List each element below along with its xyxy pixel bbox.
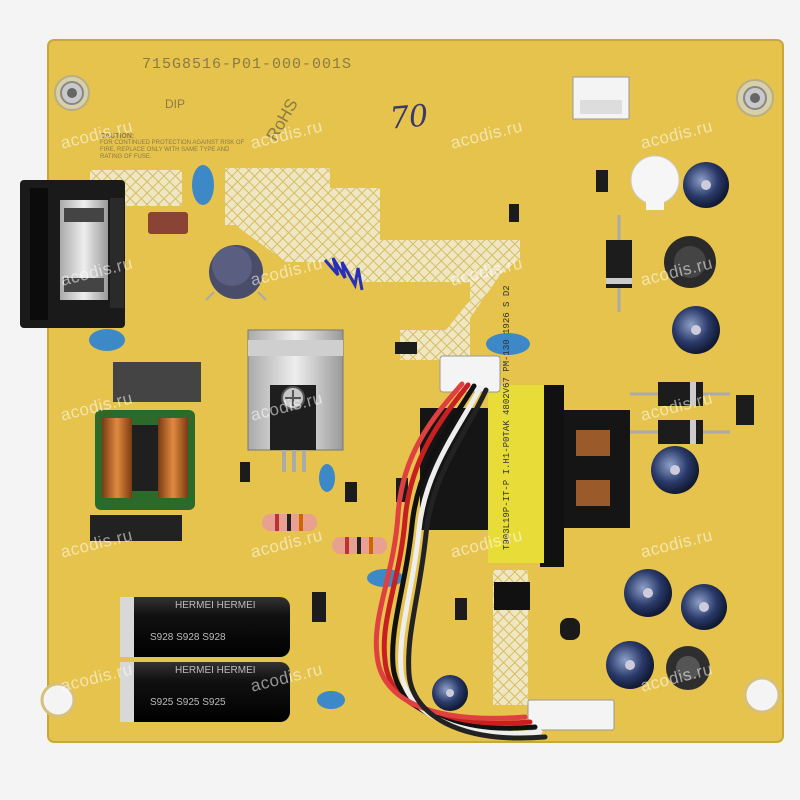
- y-capacitor-3: [486, 333, 530, 355]
- dip-mark: DIP: [165, 97, 186, 111]
- board-part-number: 715G8516-P01-000-001S: [142, 56, 353, 73]
- wire-harness: [373, 381, 548, 741]
- isolation-hatch-main: [225, 168, 520, 360]
- mounting-hole-top-left: [54, 75, 90, 111]
- diode-large-1: [606, 215, 632, 312]
- blue-pen-scribble: [323, 257, 364, 291]
- caution-notice: CAUTION: FOR CONTINUED PROTECTION AGAINS…: [100, 133, 250, 161]
- transistor: [560, 618, 580, 640]
- connector-bottom: [527, 699, 615, 731]
- thermistor: [630, 155, 680, 210]
- ac-inlet-connector: [20, 180, 125, 328]
- diode-large-4: [736, 395, 754, 425]
- output-capacitor-4: [651, 446, 699, 494]
- mounting-hole-bottom-right: [743, 676, 781, 714]
- output-capacitor-7: [606, 641, 654, 689]
- common-mode-choke: [90, 362, 201, 541]
- diode-small-6: [345, 482, 357, 502]
- diode-large-3: [630, 420, 730, 444]
- resistor-1: [262, 514, 317, 531]
- y-capacitor-2: [89, 329, 125, 351]
- fuse: [148, 212, 188, 234]
- resistor-2: [332, 537, 387, 554]
- cap-label-bottom-brand: HERMEI HERMEI: [175, 665, 256, 676]
- optocoupler: [494, 582, 530, 610]
- output-capacitor-5: [624, 569, 672, 617]
- output-capacitor-8: [666, 646, 710, 690]
- cap-label-bottom-code: S925 S925 S925: [150, 697, 226, 708]
- connector-middle: [439, 355, 501, 393]
- diode-small-4: [312, 592, 326, 622]
- cap-label-top-brand: HERMEI HERMEI: [175, 600, 256, 611]
- handwritten-mark: 70: [388, 98, 430, 137]
- diode-small-8: [240, 462, 250, 482]
- diode-small-3: [395, 342, 417, 354]
- output-capacitor-1: [683, 162, 729, 208]
- connector-top: [572, 76, 630, 120]
- output-capacitor-3: [672, 306, 720, 354]
- y-capacitor-6: [319, 464, 335, 492]
- caution-text: FOR CONTINUED PROTECTION AGAINST RISK OF…: [100, 140, 245, 160]
- bulk-capacitor-bottom: [120, 662, 290, 722]
- mounting-hole-top-right: [736, 79, 774, 117]
- transformer-label: T903L19P-IT-P I.H1-P0TAK 4802V67 PM-130 …: [502, 285, 512, 550]
- mounting-hole-bottom-left: [40, 682, 76, 718]
- caution-title: CAUTION:: [100, 133, 135, 140]
- bulk-capacitor-top: [120, 597, 290, 657]
- diode-small-7: [455, 598, 467, 620]
- diode-small-2: [509, 204, 519, 222]
- diode-large-2: [630, 382, 730, 406]
- output-capacitor-6: [681, 584, 727, 630]
- y-capacitor-5: [317, 691, 345, 709]
- heatsink: [247, 329, 344, 472]
- output-capacitor-2: [664, 236, 716, 288]
- varistor: [205, 245, 267, 301]
- output-capacitor-9: [432, 675, 468, 711]
- cap-label-top-code: S928 S928 S928: [150, 632, 226, 643]
- y-capacitor-1: [192, 165, 214, 205]
- diode-small-1: [596, 170, 608, 192]
